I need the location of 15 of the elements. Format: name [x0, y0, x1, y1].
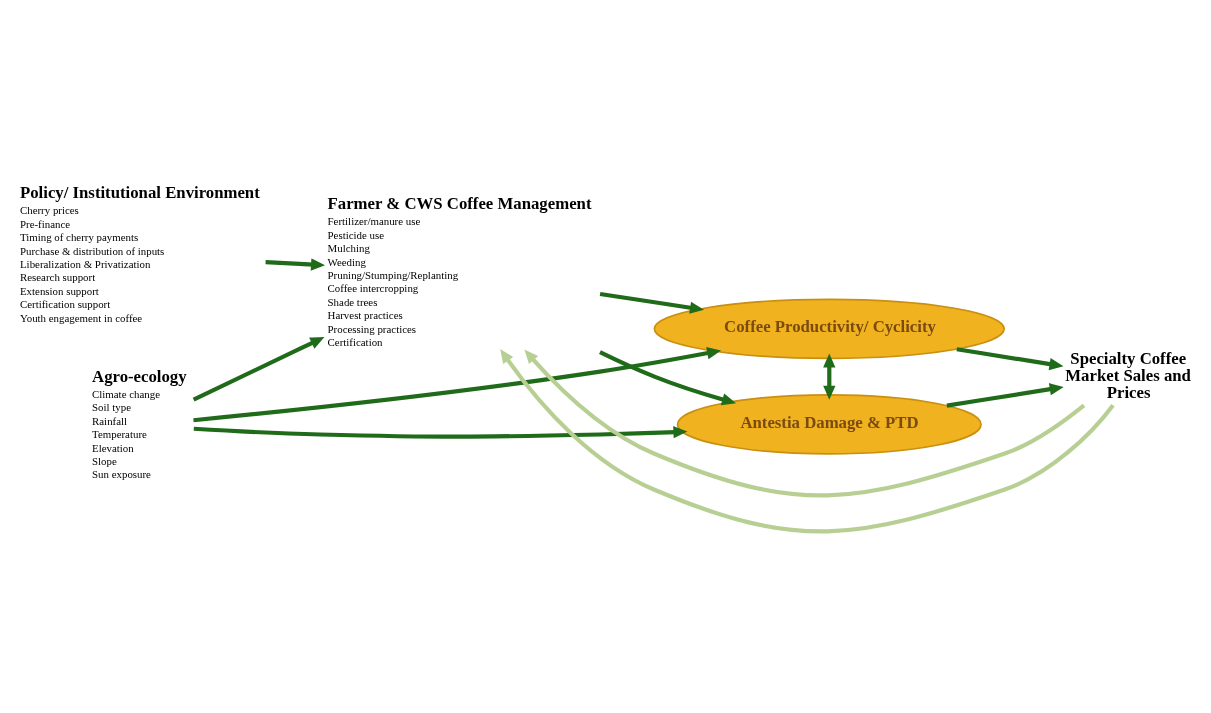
- arrow: [823, 353, 836, 400]
- arrow: [946, 383, 1064, 408]
- node-text: Policy/ Institutional Environment Cherry prices Pre-finance Timing of cherry payments Purchase & distribution of inputs Liberalization & Privatization Research support Extension support Certification support Youth engagement in coffee: [19, 183, 260, 324]
- arrow: [193, 426, 688, 439]
- arrow: [192, 337, 325, 402]
- arrow: [193, 347, 722, 423]
- arrow: [599, 350, 736, 406]
- arrow: [956, 347, 1064, 371]
- arrow: [500, 349, 1115, 534]
- arrow: [265, 258, 326, 271]
- node-text: Farmer & CWS Coffee Management Fertilizer/manure use Pesticide use Mulching Weeding Pruning/Stumping/Replanting Coffee intercropping Shade trees Harvest practices Processing practices Certification: [327, 194, 592, 348]
- arrow: [524, 349, 1086, 498]
- node-text: Specialty Coffee Market Sales and Prices: [1065, 349, 1191, 402]
- arrow: [599, 291, 705, 314]
- node-text: Agro-ecology Climate change Soil type Rainfall Temperature Elevation Slope Sun exposure: [92, 366, 187, 481]
